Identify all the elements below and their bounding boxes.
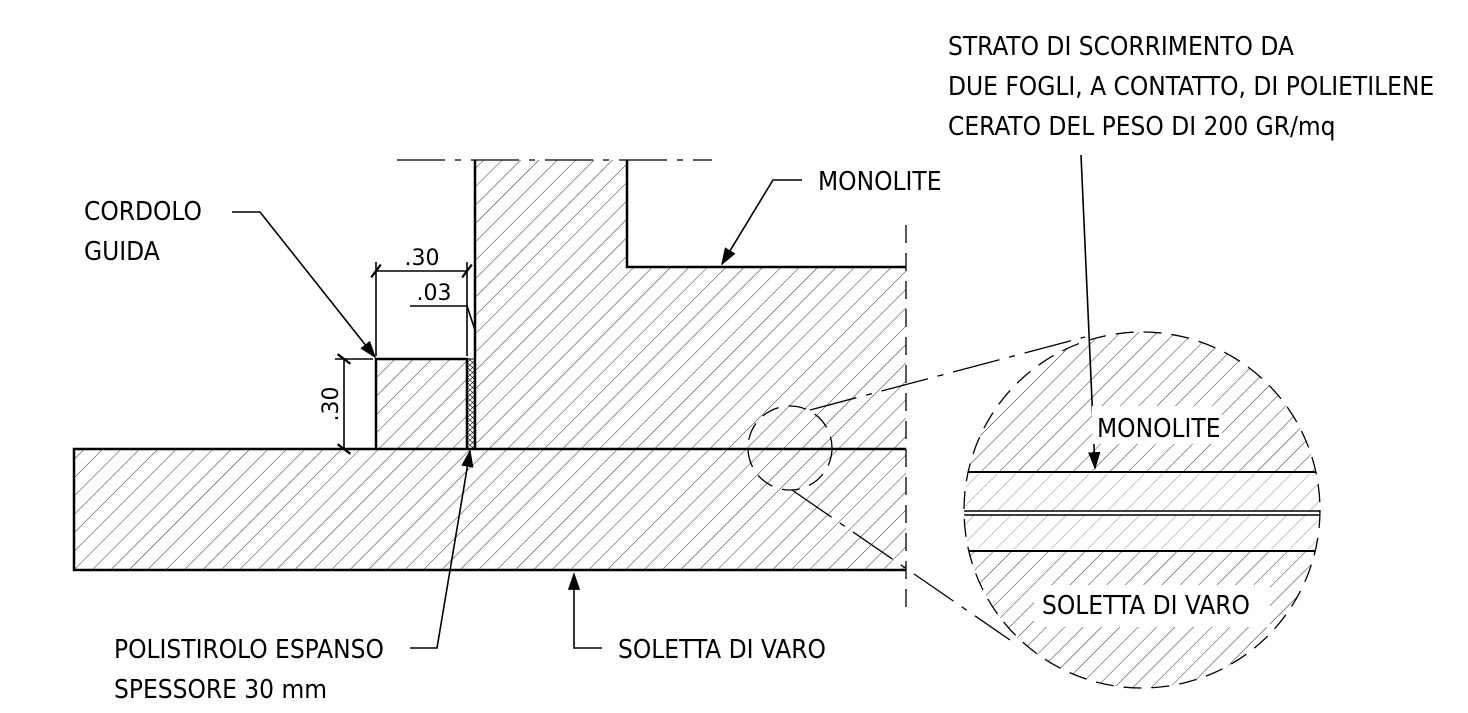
cordolo-label-line-2: GUIDA [84, 237, 160, 267]
detail-callout [747, 336, 1086, 641]
sliding-layer-label-line-1: STRATO DI SCORRIMENTO DA [948, 32, 1294, 62]
dimension-text-gap-width: .03 [417, 281, 452, 306]
soletta-label: SOLETTA DI VARO [618, 635, 826, 665]
leader-polistirolo [410, 449, 474, 649]
leader-soletta [567, 572, 602, 649]
dimension-cordolo-width [370, 262, 473, 356]
monolite-block [473, 160, 906, 449]
polistirolo-label-line-2: SPESSORE 30 mm [114, 675, 327, 705]
detail-soletta-label: SOLETTA DI VARO [1042, 591, 1250, 621]
sliding-layer-label-line-2: DUE FOGLI, A CONTATTO, DI POLIETILENE [948, 72, 1434, 102]
cordolo-guida [374, 357, 469, 449]
dimension-gap-width [410, 305, 476, 338]
polistirolo-label-line-1: POLISTIROLO ESPANSO [114, 635, 384, 665]
leader-monolite [721, 179, 802, 266]
sliding-layer-label-line-3: CERATO DEL PESO DI 200 GR/mq [948, 112, 1336, 142]
leader-cordolo [232, 211, 377, 359]
soletta-di-varo-slab [72, 447, 906, 572]
dimension-cordolo-height [335, 353, 373, 455]
dimension-text-cordolo-width: .30 [405, 246, 440, 271]
dimension-text-cordolo-height: .30 [319, 387, 344, 422]
break-lines [397, 159, 907, 610]
cordolo-label-line-1: CORDOLO [84, 197, 202, 227]
detail-enlargement [963, 331, 1321, 689]
monolite-label: MONOLITE [818, 167, 941, 197]
detail-monolite-label: MONOLITE [1097, 414, 1220, 444]
